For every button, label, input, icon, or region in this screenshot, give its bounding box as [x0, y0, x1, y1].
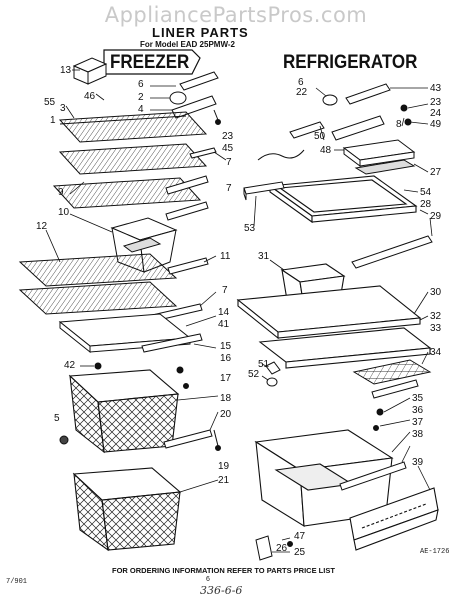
callout-fridge-22: 22	[296, 87, 308, 98]
fridge-dairy-tray	[342, 139, 416, 175]
date-code: 7/901	[6, 578, 28, 586]
callout-fridge-31: 31	[258, 251, 270, 262]
callout-freezer-7a: 7	[226, 157, 232, 168]
callout-freezer-14: 14	[218, 307, 230, 318]
freezer-glass-shelf	[58, 313, 203, 354]
callout-fridge-54: 54	[420, 187, 432, 198]
callout-fridge-35: 35	[412, 393, 424, 404]
callout-fridge-50: 50	[314, 131, 326, 142]
freezer-wire-shelf-upper	[52, 111, 208, 209]
freezer-bracket-13	[72, 57, 108, 85]
callout-freezer-18: 18	[220, 393, 232, 404]
callout-freezer-4: 4	[138, 104, 144, 115]
callout-freezer-7c: 7	[222, 285, 228, 296]
callout-freezer-11: 11	[220, 251, 231, 262]
freezer-screws	[59, 362, 189, 445]
freezer-wire-shelf-middle	[18, 253, 209, 323]
callout-freezer-6: 6	[138, 79, 144, 90]
callout-fridge-24: 24	[430, 108, 442, 119]
fridge-control-parts	[289, 83, 412, 141]
callout-fridge-27: 27	[430, 167, 442, 178]
callout-fridge-23: 23	[430, 97, 442, 108]
callout-freezer-10: 10	[58, 207, 70, 218]
ordering-footer: FOR ORDERING INFORMATION REFER TO PARTS …	[112, 566, 335, 575]
callout-freezer-5: 5	[54, 413, 60, 424]
callout-freezer-13: 13	[60, 65, 72, 76]
callout-freezer-12: 12	[36, 221, 48, 232]
callout-fridge-38: 38	[412, 429, 424, 440]
callout-fridge-34: 34	[430, 347, 442, 358]
freezer-label-box	[103, 49, 201, 75]
callout-freezer-45: 45	[222, 143, 234, 154]
fridge-hinge-parts	[265, 361, 384, 431]
callout-fridge-47: 47	[294, 531, 306, 542]
fridge-crisper-cover	[236, 285, 432, 369]
callout-fridge-32: 32	[430, 311, 442, 322]
diagram-title: LINER PARTS	[152, 25, 249, 40]
freezer-basket-upper	[68, 369, 180, 454]
callout-freezer-16: 16	[220, 353, 232, 364]
callout-fridge-8: 8	[396, 119, 402, 130]
callout-fridge-36: 36	[412, 405, 424, 416]
callout-freezer-9: 9	[58, 187, 64, 198]
diagram-code: AE-1726	[420, 548, 450, 556]
callout-fridge-51: 51	[258, 359, 270, 370]
callout-freezer-42: 42	[64, 360, 76, 371]
page-number: 6	[206, 576, 210, 583]
callout-freezer-46: 46	[84, 91, 96, 102]
callout-fridge-28: 28	[420, 199, 432, 210]
sensor-wire	[257, 149, 305, 161]
callout-fridge-26: 26	[276, 543, 288, 554]
callout-freezer-1: 1	[50, 115, 56, 126]
callout-freezer-3: 3	[60, 103, 66, 114]
callout-fridge-43: 43	[430, 83, 442, 94]
callout-fridge-52: 52	[248, 369, 260, 380]
callout-freezer-23: 23	[222, 131, 234, 142]
handwritten-note: 336-6-6	[200, 584, 243, 597]
basket-slide-rails	[163, 429, 221, 451]
callout-freezer-7b: 7	[226, 183, 232, 194]
callout-fridge-30: 30	[430, 287, 442, 298]
callout-fridge-49: 49	[430, 119, 442, 130]
callout-fridge-53: 53	[244, 223, 256, 234]
freezer-basket-lower	[72, 467, 182, 552]
callout-fridge-25: 25	[294, 547, 306, 558]
callout-freezer-20: 20	[220, 409, 232, 420]
callout-fridge-29: 29	[430, 211, 442, 222]
callout-freezer-17: 17	[220, 373, 232, 384]
callout-leader-lines	[45, 69, 433, 553]
callout-fridge-33: 33	[430, 323, 442, 334]
drawer-slide-parts	[255, 461, 407, 561]
callout-freezer-41: 41	[218, 319, 230, 330]
callout-freezer-19: 19	[218, 461, 230, 472]
callout-freezer-15: 15	[220, 341, 232, 352]
crisper-lattice-insert	[352, 359, 432, 399]
crisper-drawer-front	[349, 487, 439, 551]
callout-fridge-39: 39	[412, 457, 424, 468]
callout-freezer-21: 21	[218, 475, 230, 486]
callout-freezer-55: 55	[44, 97, 56, 108]
callout-fridge-48: 48	[320, 145, 332, 156]
callout-freezer-2: 2	[138, 92, 144, 103]
freezer-section-label: FREEZER	[110, 50, 190, 73]
refrigerator-section-label: REFRIGERATOR	[283, 50, 418, 73]
fridge-glass-shelf-upper	[268, 175, 418, 224]
freezer-side-rails	[165, 147, 217, 221]
model-line: For Model EAD 25PMW-2	[140, 40, 235, 49]
callout-fridge-37: 37	[412, 417, 424, 428]
callout-fridge-6: 6	[298, 77, 304, 88]
fridge-shelf-rails	[243, 181, 433, 269]
watermark: AppliancePartsPros.com	[104, 3, 368, 27]
